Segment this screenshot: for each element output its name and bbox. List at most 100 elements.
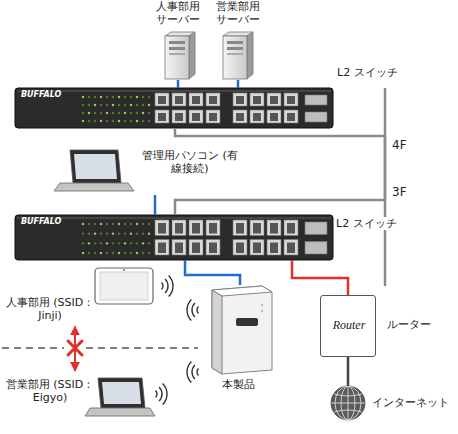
server-icon-part [247,32,253,79]
switch-edge [17,217,331,219]
status-led [112,223,114,225]
status-led [106,252,108,254]
laptop-icon [54,150,134,191]
status-led [106,223,108,225]
status-led [142,242,144,244]
wave-arc [163,383,167,404]
status-led [106,104,108,106]
status-led [100,112,102,114]
status-led [100,232,102,234]
status-led [112,120,114,122]
status-led [82,120,84,122]
lan-port [250,110,264,123]
node-label: 営業部用 (SSID：Eigyo) [5,378,95,404]
status-led [136,104,138,106]
server-icon-part [169,53,185,55]
blocked-x-mark [68,341,82,355]
brand-logo: BUFFALO [21,218,61,227]
status-led [88,242,90,244]
status-led [124,96,126,98]
blocked-x-mark-part [68,341,82,355]
brand-logo: BUFFALO [21,91,61,100]
port-slot [192,113,200,121]
status-led [82,223,84,225]
globe-icon-part [331,403,365,404]
lan-port [284,93,298,106]
status-led [82,104,84,106]
access-point-icon-part [212,290,222,374]
switch-body [15,215,333,260]
wireless-waves [156,275,199,404]
server-icon-part [223,36,247,79]
globe-icon-part [334,410,362,412]
status-led [82,232,84,234]
status-led [148,252,150,254]
status-led [106,232,108,234]
port-slot [270,243,278,254]
port-slot [158,223,166,234]
server-node: 営業部用 サーバー [212,0,264,80]
port-slot [253,96,261,104]
status-led [100,223,102,225]
lan-port [189,93,203,106]
lan-port [233,220,247,236]
wave-arc [187,361,191,382]
status-led [148,112,150,114]
port-slot [287,96,295,104]
lan-port [189,220,203,236]
status-led [124,120,126,122]
server-icon-part [165,36,189,79]
switch-edge [17,90,331,92]
port-slot [192,243,200,254]
lan-port [284,220,298,236]
status-led [88,112,90,114]
status-led [100,242,102,244]
lan-port [206,110,220,123]
tablet-icon-part [95,268,153,304]
lan-port [267,240,281,256]
lan-port [172,240,186,256]
laptop-icon-part [70,150,121,183]
tablet-icon-part [123,269,125,271]
port-slot [158,243,166,254]
wave-arc [165,279,168,293]
wave-arc [159,387,162,401]
lan-port [233,93,247,106]
server-icon [223,32,253,79]
access-point-node: 本製品 [200,285,276,394]
status-led [112,252,114,254]
port-slot [158,113,166,121]
port-slot [287,243,295,254]
port-slot [209,113,217,121]
status-led [148,120,150,122]
server-icon-part [227,47,243,50]
status-led [88,96,90,98]
status-led [136,223,138,225]
server-icon-part [227,41,243,44]
port-slot [253,243,261,254]
status-led [88,223,90,225]
status-led [88,252,90,254]
lan-port [233,110,247,123]
status-led [88,232,90,234]
globe-node: インターネット [331,386,365,420]
lan-port [155,110,169,123]
lan-port [267,220,281,236]
port-slot [209,223,217,234]
status-led [94,232,96,234]
lan-port [250,240,264,256]
status-led [112,96,114,98]
status-led [148,232,150,234]
status-led [112,232,114,234]
wave-arc [197,368,198,375]
sfp-port [305,222,327,235]
status-led [130,232,132,234]
node-label: L2 スイッチ [334,217,399,230]
status-led [94,112,96,114]
lan-port [233,240,247,256]
status-led [124,104,126,106]
status-led [148,242,150,244]
status-led [94,252,96,254]
floor-label: 4F [392,139,407,152]
status-led [142,104,144,106]
